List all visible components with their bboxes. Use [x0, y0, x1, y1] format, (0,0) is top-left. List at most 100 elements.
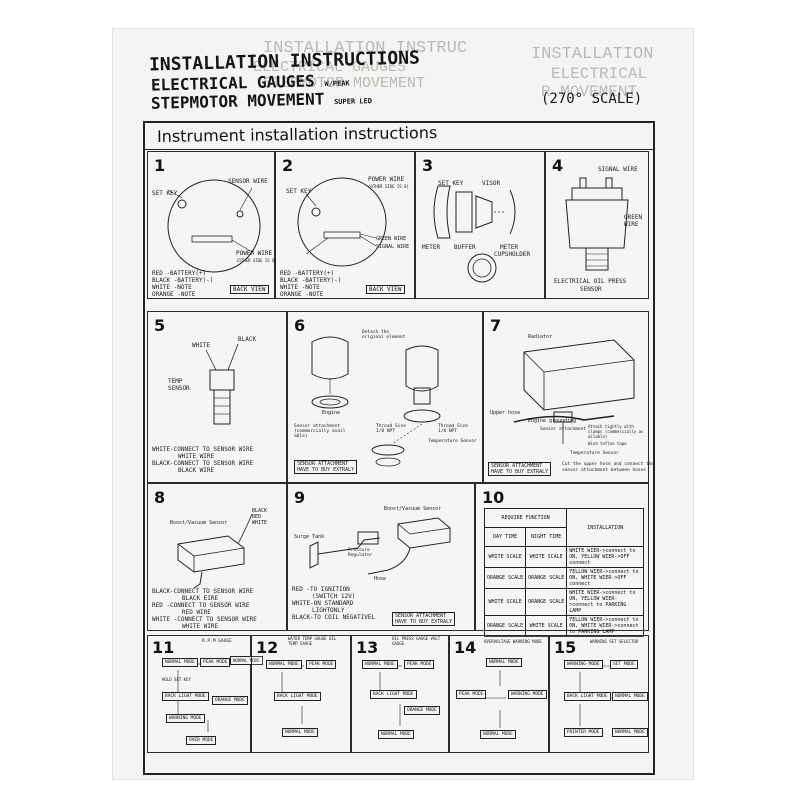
section-title: Instrument installation instructions	[156, 123, 438, 146]
step-number: 11	[152, 638, 175, 657]
flow-normal-mode: NORMAL MODE	[266, 660, 302, 669]
day-cell: WHITE SCALE	[483, 546, 527, 568]
flow-title: OVERVOLTAGE WARNING MODE	[484, 639, 542, 644]
step-number: 7	[490, 316, 502, 335]
thread-size-2: Thread Size 1/8 NPT	[438, 424, 468, 434]
gauge-back-diagram	[167, 179, 261, 273]
radiator-label: Radiator	[528, 334, 553, 340]
night-cell: WHITE SCALE	[525, 546, 568, 568]
pressure-regulator-label: Pressure Regulator	[348, 548, 373, 558]
scale-label: (270° SCALE)	[541, 91, 643, 107]
table-header-row: REQUIRE FUNCTION INSTALLATION	[483, 508, 645, 547]
flow-warning-mode: WARNING MODE	[508, 690, 547, 699]
sensor-wire-label: SENSOR WIRE	[228, 178, 268, 185]
flow-orange-mode: ORANGE MODE	[404, 706, 440, 715]
flow-over-mode: OVER MODE	[186, 736, 217, 745]
upper-hose-label: Upper hose	[490, 410, 521, 416]
header-line-3-suffix: SUPER LED	[333, 97, 373, 107]
flow-back-light-mode: BACK LIGHT MODE	[162, 692, 209, 701]
table-subheader-row: DAY TIME NIGHT TIME	[483, 527, 644, 547]
flow-back-light-mode: BACK LIGHT MODE	[370, 690, 417, 699]
night-cell: ORANGE SCALE	[525, 567, 568, 589]
power-wire-label: POWER WIRE	[236, 250, 273, 257]
step-7-panel: 7 Radiator Upper hose Engine grounding S…	[483, 311, 654, 483]
day-cell: ORANGE SCALE	[483, 615, 527, 637]
legend-line-2: (SWITCH 12V)	[312, 593, 356, 600]
back-view-label: BACK VIEW	[366, 285, 405, 294]
install-cell: WHITE WIER->connect to ON, YELLOW WIER->…	[566, 546, 645, 568]
sensor-caption-1: ELECTRICAL OIL PRESS	[554, 278, 627, 285]
flow-title: R.P.M GAUGE	[202, 639, 232, 644]
temp-sensor-label: TEMP SENSOR	[168, 378, 190, 392]
wind-teflon-label: Wind teflon tape	[588, 441, 627, 446]
table-row: WHITE SCALE WHITE SCALE WHITE WIER->conn…	[483, 546, 645, 568]
step-number: 4	[552, 156, 564, 175]
black-wire-label: BLACK	[238, 336, 257, 343]
wire-black: BLACK -BATTERY(-)	[280, 277, 342, 284]
step-number: 15	[554, 638, 577, 657]
flow-warning-mode: WARNING MODE	[564, 660, 603, 669]
cut-line-1: Cut the upper hose and connect the	[562, 462, 655, 467]
step-number: 12	[256, 638, 279, 657]
boost-sensor-label: Boost/Vacuum Sensor	[384, 506, 442, 512]
signal-wire-label: SIGNAL WIRE	[376, 244, 410, 250]
power-wire-label: POWER WIRE	[368, 176, 405, 183]
table-row: ORANGE SCALE ORANGE SCALE YELLOW WIER->c…	[483, 567, 645, 589]
section-title-bar: Instrument installation instructions	[145, 123, 653, 150]
step-number: 6	[294, 316, 306, 335]
step-4-panel: 4 SIGNAL WIRE GREEN WIRE ELECTRICAL OIL …	[545, 151, 649, 299]
ghost-title-1: INSTALLATION INSTRUC	[263, 39, 468, 58]
step-2-panel: 2 SET KEY POWER WIRE (OTHER SIDE IS 8) G…	[275, 151, 415, 299]
buy-line-1: SENSOR ATTACHMENT	[297, 461, 349, 467]
step-number: 14	[454, 638, 477, 657]
step-number: 13	[356, 638, 379, 657]
install-cell: YELLOW WIER->connect to ON, WHITE WIER->…	[566, 615, 645, 637]
install-cell: YELLOW WIER->connect to ON, WHITE WIER->…	[566, 567, 645, 589]
wire-red: RED -BATTERY(+)	[280, 270, 335, 277]
wire-white: WHITE -NOTE	[152, 284, 192, 291]
legend-line-4: RED WIRE	[182, 609, 211, 616]
buffer-label: BUFFER	[454, 244, 476, 251]
function-table: REQUIRE FUNCTION INSTALLATION DAY TIME N…	[483, 508, 645, 637]
step-14-panel: 14 OVERVOLTAGE WARNING MODE NORMAL MODE …	[449, 635, 549, 753]
cut-line-2: sensor attachment between hoses	[562, 468, 646, 473]
temp-sensor-label: Temperature Sensor	[428, 439, 477, 444]
attach-clamps-label: Attach tightly with clamps (commercially…	[588, 424, 644, 439]
table-row: ORANGE SCALE WHITE SCALE YELLOW WIER->co…	[483, 615, 645, 637]
step-number: 10	[482, 488, 505, 507]
step-number: 3	[422, 156, 434, 175]
flow-normal-mode-2: NORMAL MODE	[480, 730, 516, 739]
back-view-label: BACK VIEW	[230, 285, 269, 294]
legend-line-1: BLACK-CONNECT TO SENSOR WIRE	[152, 588, 254, 595]
surge-tank-label: Surge Tank	[294, 534, 325, 540]
step-11-panel: 11 R.P.M GAUGE NORMAL MODE PEAK MODE NOR…	[147, 635, 263, 753]
buy-line-2: HAVE TO BUY EXTRALY	[395, 619, 453, 625]
step-5-panel: 5 WHITE BLACK TEMP SENSOR WHITE-CONNECT …	[147, 311, 287, 483]
flow-title: WATER TEMP GAUGE OIL TEMP GAUGE	[288, 636, 337, 646]
temp-sensor-label: Temperature Sensor	[570, 451, 619, 456]
white-wire-label: WHITE	[192, 342, 211, 349]
legend-line-3: RED -CONNECT TO SENSOR WIRE	[152, 602, 250, 609]
wire-orange: ORANGE -NOTE	[152, 291, 196, 298]
legend-line-4: LIGHTONLY	[312, 607, 345, 614]
step-number: 1	[154, 156, 166, 175]
boost-hose-diagram	[309, 517, 451, 575]
set-key-label: SET KEY	[152, 190, 178, 197]
wire-white: WHITE -NOTE	[280, 284, 320, 291]
day-cell: ORANGE SCALE	[483, 567, 527, 589]
step-3-panel: 3 SET KEY VISOR METER BUFFER METER CUPSH…	[415, 151, 545, 299]
flow-normal-mode: NORMAL MODE	[486, 658, 522, 667]
flow-pointer-mode: POINTER MODE	[564, 728, 603, 737]
step-number: 8	[154, 488, 166, 507]
temp-sensor-diagram	[205, 343, 239, 425]
instructions-frame: Instrument installation instructions	[143, 121, 655, 775]
visor-label: VISOR	[482, 180, 501, 187]
mounting-diagram	[433, 185, 516, 283]
power-wire-sub: (OTHER SIDE IS 8)	[236, 258, 277, 263]
flow-normal-mode-2: NORMAL MODE	[282, 728, 318, 737]
boost-sensor-label: Boost/Vacuum Sensor	[170, 520, 228, 526]
white-label: WHITE	[252, 520, 268, 526]
